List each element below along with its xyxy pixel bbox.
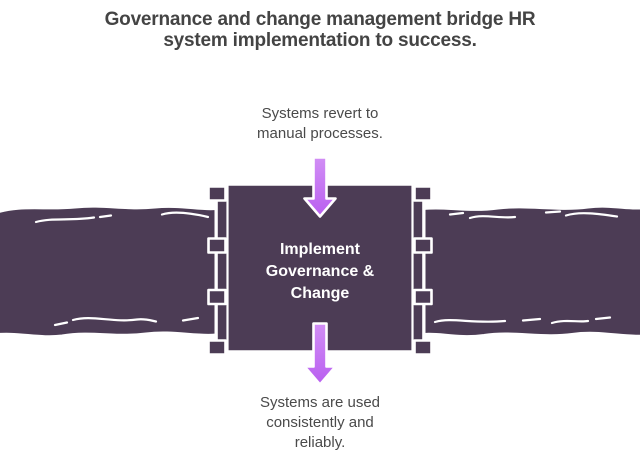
bridge-tab-icon — [207, 185, 227, 202]
title-line-1: Governance and change management bridge … — [104, 9, 536, 30]
right-landmass-wave-top — [448, 210, 619, 220]
bridge-label-line-2: Governance & — [265, 263, 375, 280]
left-landmass-wave-bottom — [53, 316, 200, 327]
down-arrow-bottom-icon — [303, 322, 337, 386]
bridge-tab-icon — [413, 288, 433, 306]
bridge-tab-icon — [207, 237, 227, 254]
left-landmass-icon — [0, 204, 218, 339]
bridge-label-line-3: Change — [290, 285, 350, 302]
bridge-label-line-1: Implement — [279, 241, 360, 258]
down-arrow-top-icon — [303, 156, 337, 218]
right-landmass-wave-bottom — [433, 316, 612, 325]
top-label-line-2: manual processes. — [257, 125, 383, 142]
title-line-2: system implementation to success. — [163, 30, 477, 51]
bridge-tab-icon — [413, 339, 433, 356]
right-landmass-icon — [422, 204, 640, 339]
bottom-label-line-3: reliably. — [294, 434, 346, 451]
bridge-label: Implement Governance & Change — [220, 239, 420, 305]
top-label: Systems revert to manual processes. — [0, 104, 640, 144]
bottom-label-line-2: consistently and — [266, 414, 374, 431]
bridge-tab-icon — [413, 237, 433, 254]
page-title: Governance and change management bridge … — [0, 9, 640, 51]
top-label-line-1: Systems revert to — [261, 105, 379, 122]
bridge-tab-icon — [207, 339, 227, 356]
bottom-label-line-1: Systems are used — [259, 394, 381, 411]
bridge-tab-icon — [207, 288, 227, 306]
bottom-label: Systems are used consistently and reliab… — [0, 393, 640, 453]
bridge-tab-icon — [413, 185, 433, 202]
left-landmass-wave-top — [34, 211, 210, 224]
